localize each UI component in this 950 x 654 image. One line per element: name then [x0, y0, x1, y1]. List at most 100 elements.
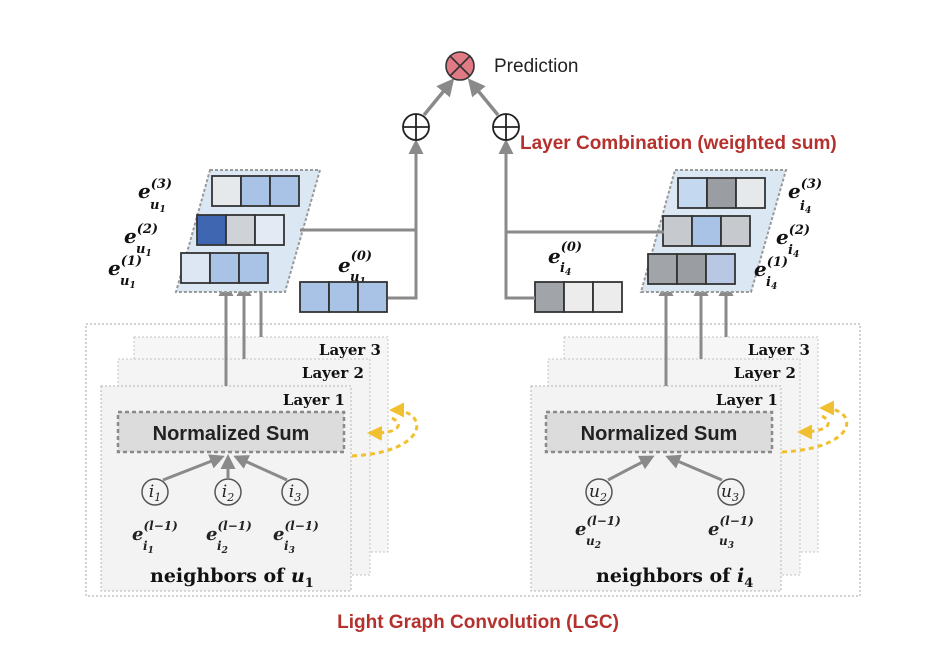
left-normalized-sum-box [116, 410, 346, 454]
svg-text:u2: u2 [589, 482, 607, 504]
right-neighbor-u3: u3 e(l−1) u3 [708, 478, 754, 551]
node-sub: 3 [294, 491, 301, 504]
left-stack3-sub: u [150, 198, 159, 213]
right-stack3-base: e [788, 179, 801, 203]
emb-subsub: 1 [148, 546, 154, 556]
embedding-cell [357, 281, 388, 313]
svg-text:i3: i3 [289, 482, 301, 504]
emb-sup: (l−1) [719, 514, 753, 528]
embedding-cell [196, 214, 227, 246]
emb-subsub: 3 [728, 541, 734, 551]
svg-text:e(0): e(0) [548, 240, 582, 268]
left-stack-to-plus [300, 139, 424, 232]
emb-base: e [273, 524, 284, 545]
emb-base: e [132, 524, 143, 545]
node-var: u [589, 482, 600, 502]
right-stack2-sub: i [788, 243, 793, 258]
left-stack2-sub: u [136, 242, 145, 257]
embedding-cell [720, 215, 751, 247]
emb-sup: (l−1) [217, 519, 251, 533]
arrow-i3-to-sum [233, 455, 288, 482]
left-plus-node [402, 113, 430, 141]
emb-sup: (l−1) [143, 519, 177, 533]
left-emb-layer3 [211, 175, 300, 207]
emb-sub: u [719, 534, 728, 548]
left-stack1-base: e [108, 256, 121, 280]
node-circle [585, 478, 613, 506]
embedding-cell [211, 175, 242, 207]
left-stack1-subsub: 1 [129, 281, 135, 291]
right-layer3-label: Layer 3 [748, 341, 810, 359]
node-var: i [289, 482, 294, 502]
svg-text:i3: i3 [284, 539, 295, 556]
svg-text:u3: u3 [719, 534, 734, 551]
node-sub: 2 [599, 491, 607, 504]
embedding-cell [563, 281, 594, 313]
right-stack-to-plus [498, 139, 664, 234]
emb-sup: (l−1) [284, 519, 318, 533]
embedding-cell [254, 214, 285, 246]
svg-text:i4: i4 [788, 243, 799, 260]
left-neighbors-sub: 1 [305, 576, 314, 591]
svg-text:i1: i1 [149, 482, 161, 504]
right-initial-subsub: 4 [565, 268, 571, 278]
left-neighbor-i3: i3 e(l−1) i3 [273, 478, 319, 556]
svg-text:e(3): e(3) [138, 177, 172, 203]
right-iteration-loop-inner [797, 414, 830, 440]
right-layer2-label: Layer 2 [734, 364, 796, 382]
left-neighbors-var: u [291, 565, 305, 587]
svg-text:e(0): e(0) [338, 249, 372, 277]
right-layer1-label: Layer 1 [716, 391, 778, 409]
svg-text:i1: i1 [143, 539, 154, 556]
embedding-cell [706, 177, 737, 209]
svg-text:i4: i4 [800, 199, 811, 216]
lgc-frame [85, 323, 861, 597]
svg-text:i4: i4 [560, 261, 571, 278]
embedding-cell [225, 214, 256, 246]
left-stack1-sup: (1) [121, 254, 142, 269]
svg-text:e(3): e(3) [788, 177, 822, 203]
emb-sub: u [586, 534, 595, 548]
right-initial-sup: (0) [561, 240, 582, 255]
left-stack2-subsub: 1 [145, 249, 151, 259]
embedding-cell [269, 175, 300, 207]
svg-text:u3: u3 [721, 482, 739, 504]
arrow-u2-to-sum [607, 455, 655, 482]
emb-base: e [575, 519, 586, 540]
left-stack1-sub: u [120, 274, 129, 289]
right-stack2-subsub: 4 [793, 250, 799, 260]
right-stack2-base: e [776, 225, 789, 249]
arrow-u3-to-sum [665, 454, 723, 482]
left-normalized-sum-label: Normalized Sum [153, 423, 310, 445]
right-normalized-sum-box [544, 410, 774, 454]
embedding-cell [705, 253, 736, 285]
node-circle [281, 478, 309, 506]
right-layer-stack: Layer 3 Layer 2 Layer 1 Normalized Sum [530, 336, 819, 592]
node-var: u [721, 482, 732, 502]
left-neighbor-i2: i2 e(l−1) i2 [206, 478, 252, 556]
left-emb-layer1 [180, 252, 269, 284]
svg-text:e(2): e(2) [776, 223, 810, 249]
right-stack1-sub: i [766, 275, 771, 290]
right-stack3-sub: i [800, 199, 805, 214]
left-iteration-loop-inner [367, 416, 400, 441]
emb-sub: i [217, 539, 222, 553]
svg-text:e(1): e(1) [108, 254, 142, 280]
svg-text:u1: u1 [120, 274, 136, 291]
right-emb-layer2 [662, 215, 751, 247]
svg-text:neighbors of u1: neighbors of u1 [150, 565, 314, 591]
left-initial-sub: u [350, 270, 359, 285]
left-stack3-base: e [138, 179, 151, 203]
emb-sup: (l−1) [586, 514, 620, 528]
right-stack3-sup: (3) [801, 177, 822, 192]
left-stack2-sup: (2) [137, 222, 158, 237]
right-emb-layer3 [677, 177, 766, 209]
left-emb-layer2 [196, 214, 285, 246]
emb-base: e [206, 524, 217, 545]
emb-sub: i [284, 539, 289, 553]
left-layer1-label: Layer 1 [283, 391, 345, 409]
svg-text:e(l−1): e(l−1) [575, 514, 621, 540]
svg-text:i2: i2 [222, 482, 234, 504]
